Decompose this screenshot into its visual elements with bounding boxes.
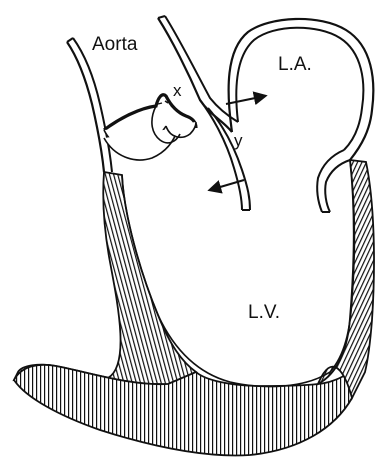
lv-wall-left	[14, 172, 196, 384]
label-left-ventricle: L.V.	[248, 302, 280, 323]
aortic-wall-right-inner	[165, 16, 238, 122]
aortic-wall-right-cap	[158, 16, 165, 18]
posterior-mitral-leaflet-inner	[325, 160, 350, 212]
posterior-mitral-leaflet	[317, 150, 344, 212]
left-atrium-wall-inner	[236, 28, 363, 150]
label-left-atrium: L.A.	[278, 54, 312, 75]
label-y: y	[234, 131, 243, 150]
aortic-wall-right	[158, 18, 232, 132]
aortic-wall-left-cap	[67, 38, 73, 42]
lv-wall-apex	[14, 360, 365, 455]
arrow-to-left-atrium	[226, 96, 265, 104]
label-x: x	[173, 81, 182, 100]
label-aorta: Aorta	[92, 34, 138, 55]
